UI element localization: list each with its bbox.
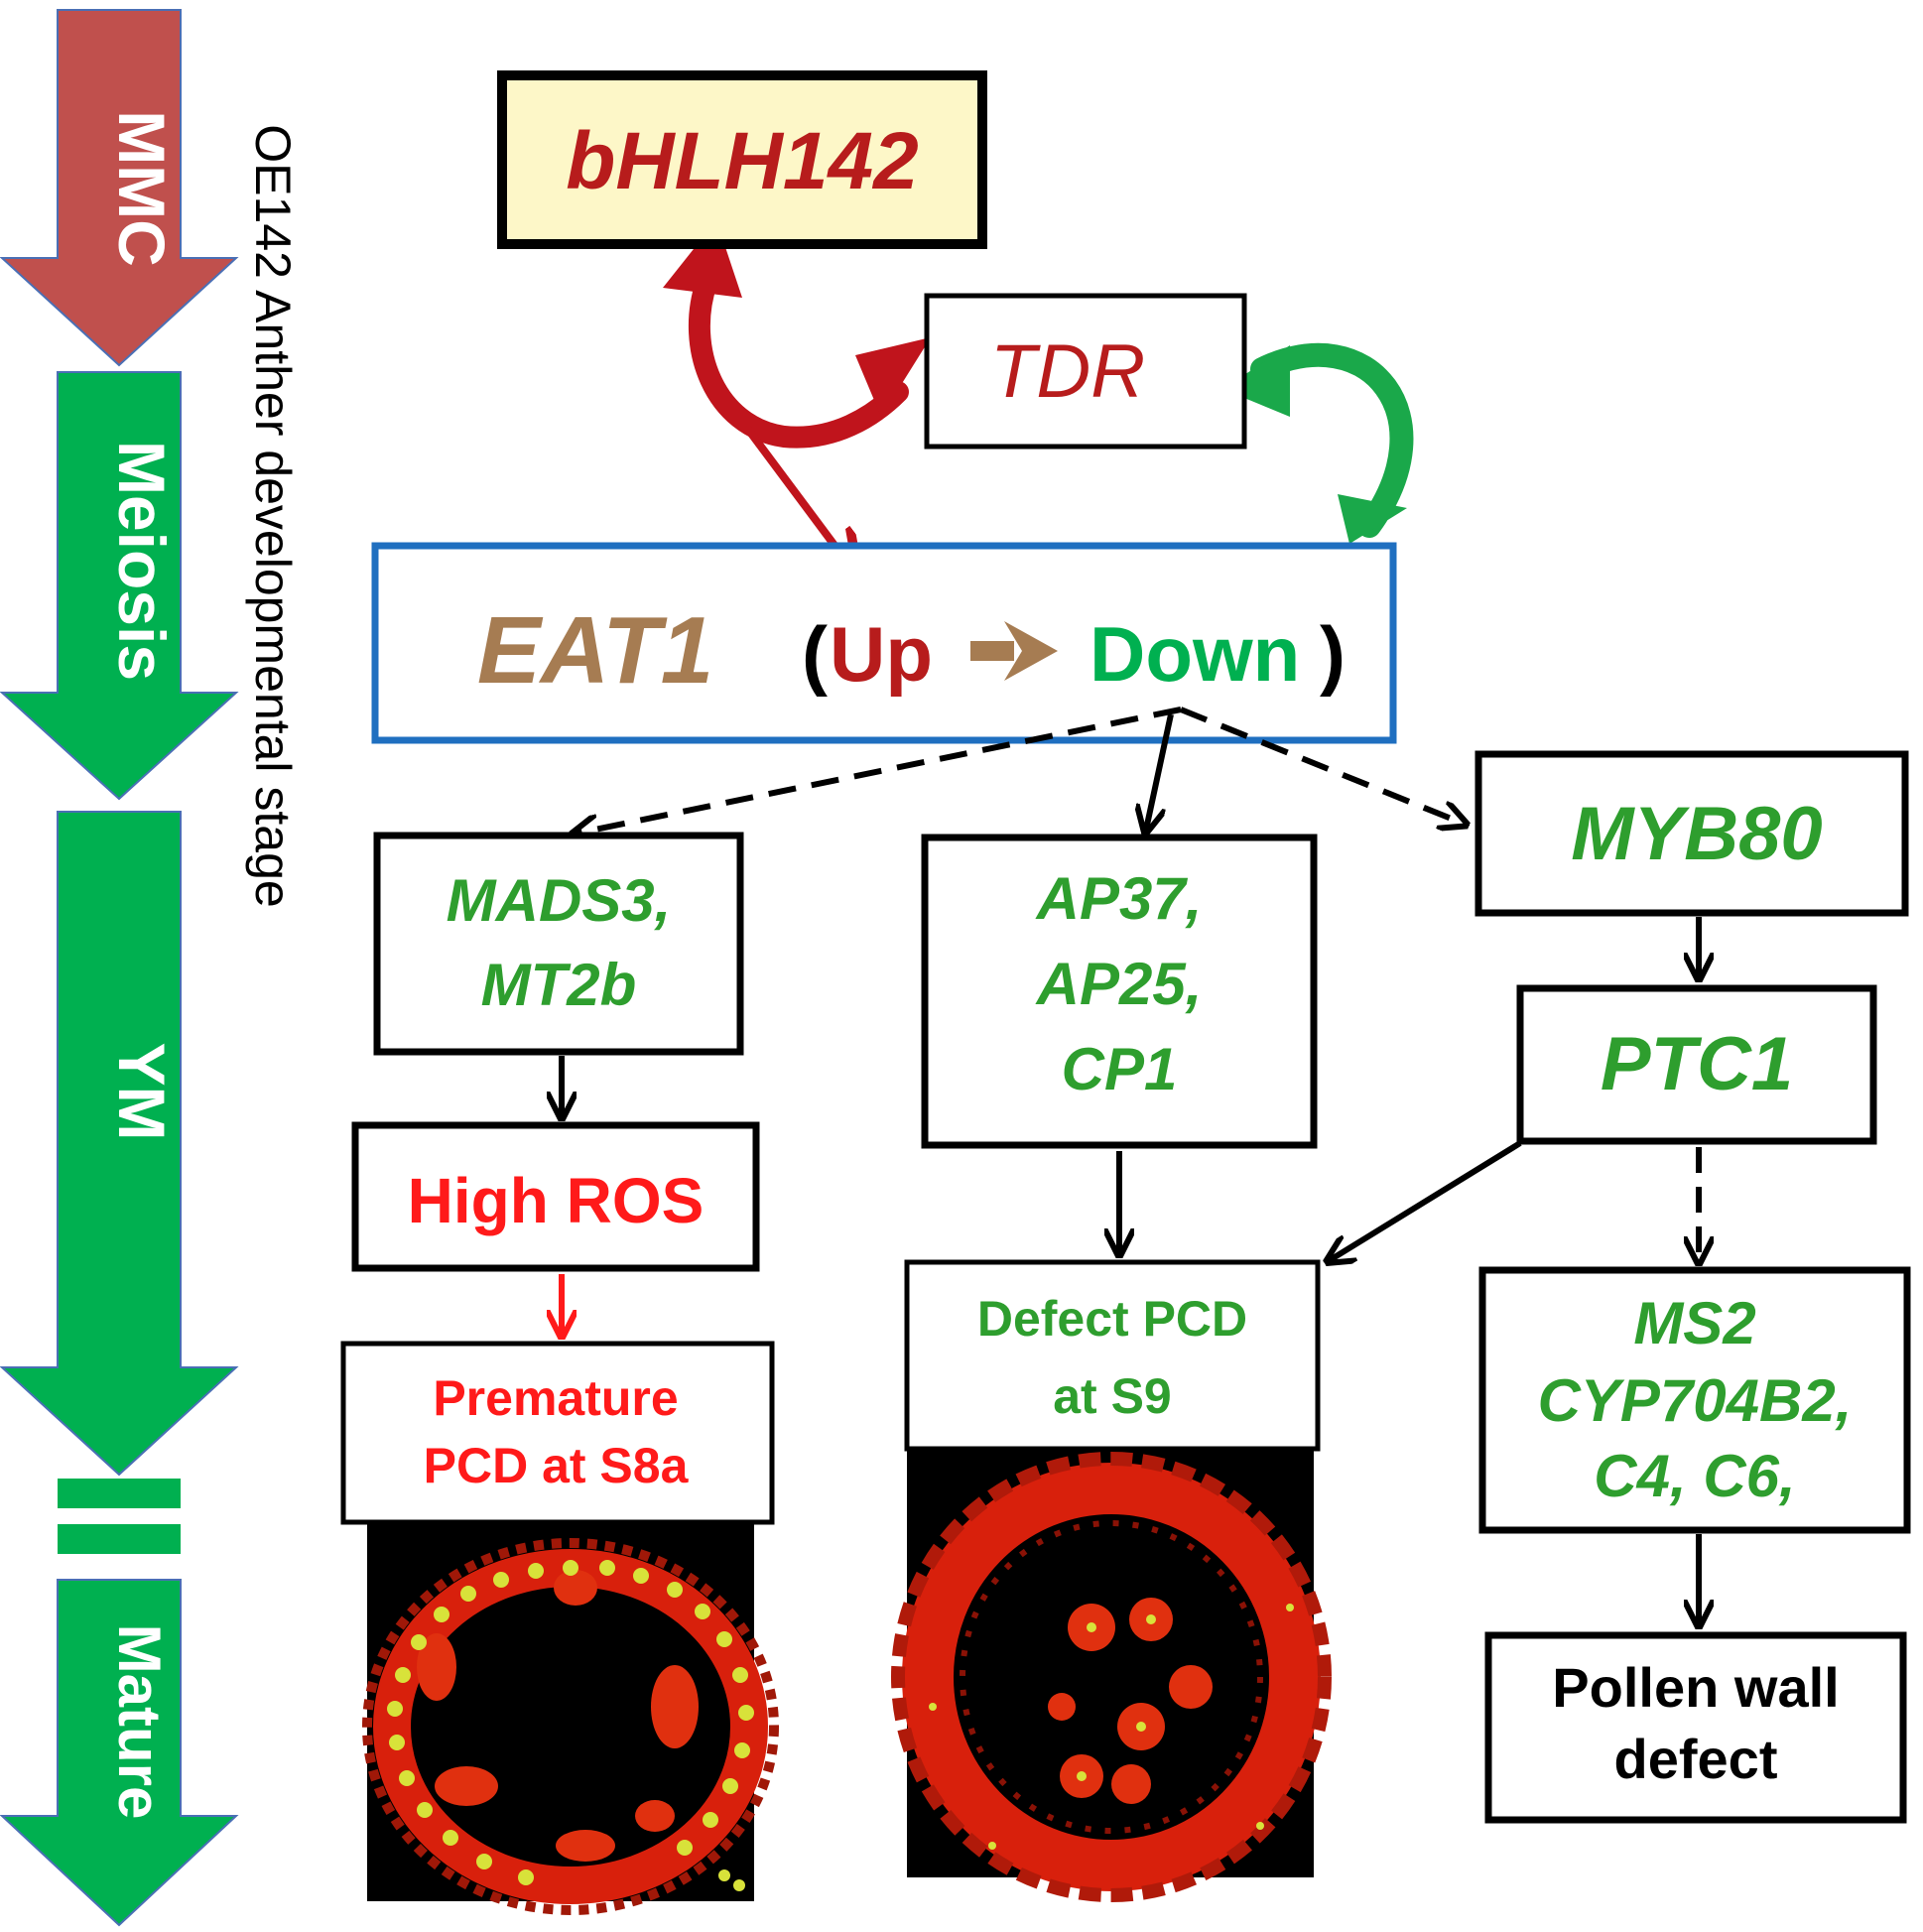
myb80-box xyxy=(1474,750,1909,917)
eat1-output-arrows xyxy=(576,707,1464,834)
eat1-label: EAT1 xyxy=(477,597,713,704)
micrograph-defect-pcd xyxy=(891,1451,1332,1902)
ptc1-box xyxy=(1516,984,1877,1145)
ms2-line2: CYP704B2, xyxy=(1538,1367,1853,1434)
ptc1-to-defect-pcd-arrow xyxy=(1330,1140,1522,1260)
arrowhead-to-eat1-green xyxy=(1338,494,1407,544)
eat1-to-ap37-arrow xyxy=(1146,713,1174,830)
nuclei-dots xyxy=(929,1604,1294,1850)
myb80-label: MYB80 xyxy=(1571,792,1822,876)
tdr-eat1-curve xyxy=(1250,342,1414,538)
eat1-close-paren: ) xyxy=(1320,610,1346,698)
ms2-box xyxy=(1478,1266,1911,1534)
eat1-to-mads3-arrow xyxy=(576,707,1182,834)
ms2-line1: MS2 xyxy=(1633,1290,1755,1356)
stage-label-mmc: MMC xyxy=(105,110,179,267)
stage-arrow-ym xyxy=(0,811,239,1477)
ap37-box xyxy=(921,834,1318,1149)
nuclei-dots xyxy=(387,1560,754,1891)
arrowhead-to-tdr-green xyxy=(1222,345,1290,417)
ms2-line3: C4, C6, xyxy=(1594,1443,1795,1509)
premature-pcd-line2: PCD at S8a xyxy=(424,1438,690,1493)
stage-break-bar xyxy=(58,1479,181,1508)
stage-label-meiosis: Meiosis xyxy=(105,441,179,681)
stage-arrow-meiosis xyxy=(0,371,239,801)
tdr-box xyxy=(924,293,1247,450)
pollen-wall-line1: Pollen wall xyxy=(1552,1656,1839,1719)
eat1-box xyxy=(371,542,1397,744)
ptc1-label: PTC1 xyxy=(1601,1022,1793,1106)
stage-axis-label: OE142 Anther developmental stage xyxy=(245,124,301,907)
stage-arrow-mature xyxy=(0,1579,239,1927)
ap37-line3: CP1 xyxy=(1062,1036,1178,1102)
premature-pcd-line1: Premature xyxy=(433,1370,678,1426)
bhlh142-tdr-curve xyxy=(688,272,909,449)
ap37-line1: AP37, xyxy=(1035,865,1203,932)
eat1-to-myb80-arrow xyxy=(1179,707,1464,824)
stage-label-mature: Mature xyxy=(106,1624,173,1820)
arrowhead-to-tdr xyxy=(855,337,931,417)
stage-break-bar xyxy=(58,1524,181,1554)
high-ros-box xyxy=(351,1121,760,1272)
up-to-down-arrow-icon xyxy=(970,621,1058,681)
high-ros-label: High ROS xyxy=(408,1165,705,1236)
eat1-open-paren: ( xyxy=(802,610,828,698)
bhlh142-label: bHLH142 xyxy=(566,116,918,206)
mads3-box xyxy=(373,832,744,1056)
bhlh142-box xyxy=(497,70,987,249)
stage-arrow-mmc xyxy=(0,9,239,367)
defect-pcd-line2: at S9 xyxy=(1053,1368,1172,1424)
stage-label-ym: YM xyxy=(105,1043,179,1141)
eat1-down-label: Down xyxy=(1090,610,1300,698)
micrograph-premature-pcd xyxy=(362,1520,779,1915)
defect-pcd-line1: Defect PCD xyxy=(977,1291,1247,1347)
mads3-line2: MT2b xyxy=(481,952,637,1018)
eat1-up-label: Up xyxy=(830,610,933,698)
mads3-line1: MADS3, xyxy=(447,867,672,934)
pollen-wall-line2: defect xyxy=(1614,1728,1778,1790)
pollen-wall-box xyxy=(1484,1631,1907,1824)
stage-arrows: MMC Meiosis YM Mature xyxy=(0,9,239,1927)
tdr-label: TDR xyxy=(990,329,1145,414)
defect-pcd-box xyxy=(904,1259,1321,1452)
ap37-line2: AP25, xyxy=(1035,951,1203,1017)
